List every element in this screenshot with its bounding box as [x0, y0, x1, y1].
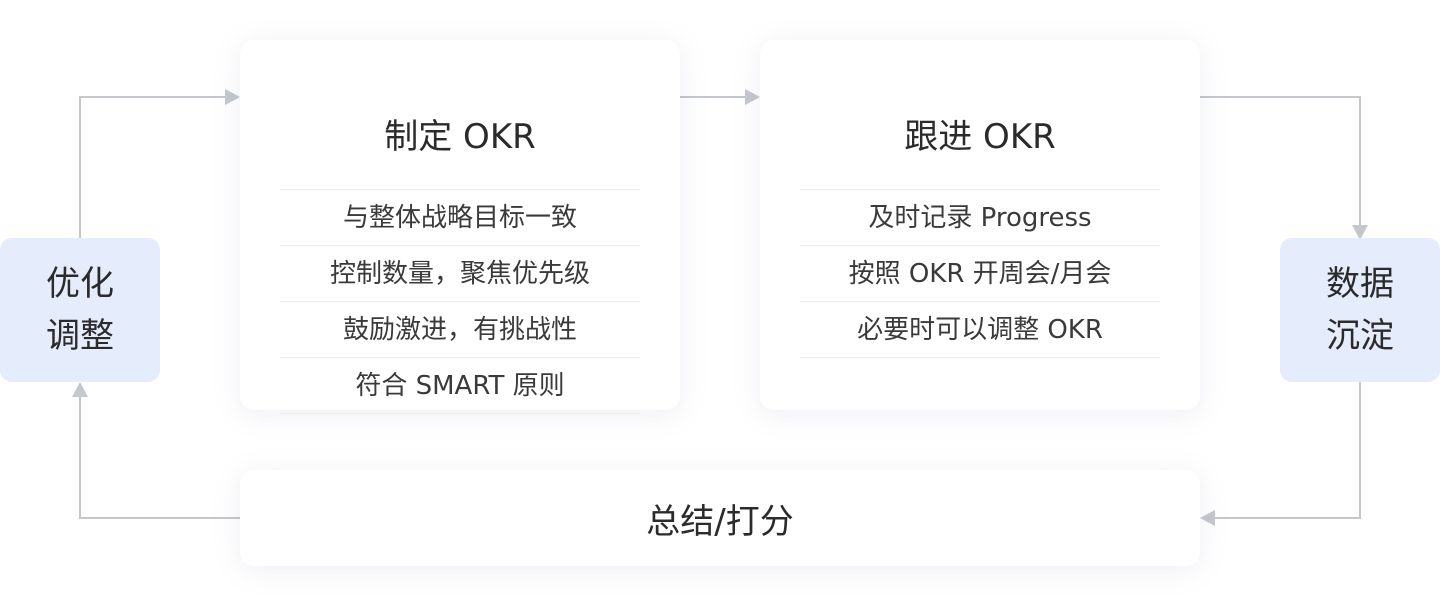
arrowhead-right-icon — [225, 89, 240, 105]
card-follow-okr: 跟进 OKR 及时记录 Progress 按照 OKR 开周会/月会 必要时可以… — [760, 40, 1200, 410]
arrow-follow-to-right — [1200, 96, 1361, 226]
card-follow-list: 及时记录 Progress 按照 OKR 开周会/月会 必要时可以调整 OKR — [800, 189, 1160, 358]
card-define-okr: 制定 OKR 与整体战略目标一致 控制数量，聚焦优先级 鼓励激进，有挑战性 符合… — [240, 40, 680, 414]
list-item: 控制数量，聚焦优先级 — [280, 246, 640, 302]
right-box-line1: 数据 — [1326, 264, 1394, 304]
arrowhead-left-icon — [1200, 510, 1215, 526]
left-box-optimize-adjust: 优化 调整 — [0, 238, 160, 382]
list-item: 鼓励激进，有挑战性 — [280, 302, 640, 358]
card-follow-title: 跟进 OKR — [904, 117, 1056, 157]
list-item: 必要时可以调整 OKR — [800, 302, 1160, 358]
left-box-line2: 调整 — [46, 316, 114, 356]
arrowhead-right-icon — [745, 89, 760, 105]
list-item: 按照 OKR 开周会/月会 — [800, 246, 1160, 302]
right-box-data-accumulate: 数据 沉淀 — [1280, 238, 1440, 382]
arrow-bottom-to-left — [79, 396, 240, 519]
list-item: 与整体战略目标一致 — [280, 190, 640, 246]
arrow-right-to-bottom — [1214, 382, 1361, 519]
summary-label: 总结/打分 — [646, 501, 794, 542]
list-item: 符合 SMART 原则 — [280, 358, 640, 414]
arrowhead-up-icon — [72, 382, 88, 397]
arrow-left-to-define — [79, 96, 226, 238]
right-box-line2: 沉淀 — [1326, 316, 1394, 356]
card-summary-score: 总结/打分 — [240, 470, 1200, 566]
left-box-line1: 优化 — [46, 264, 114, 304]
list-item: 及时记录 Progress — [800, 190, 1160, 246]
card-define-list: 与整体战略目标一致 控制数量，聚焦优先级 鼓励激进，有挑战性 符合 SMART … — [280, 189, 640, 414]
card-define-title: 制定 OKR — [384, 117, 536, 157]
